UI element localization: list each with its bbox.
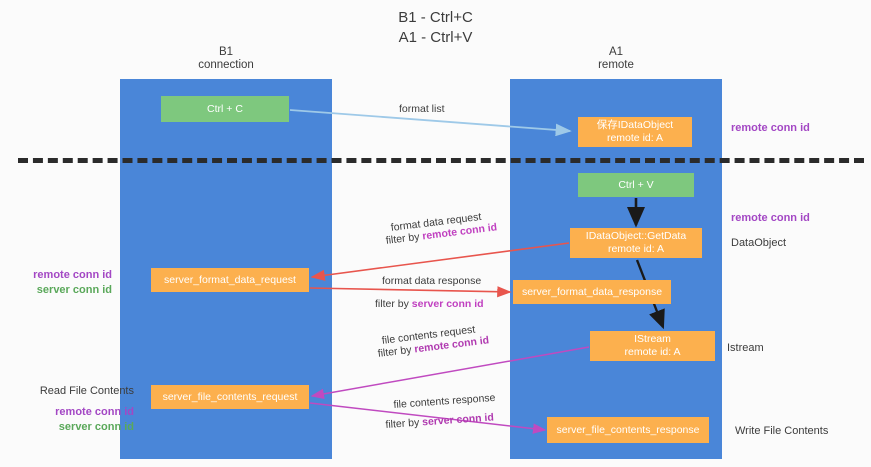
- note-remote-conn-id-text: remote conn id: [55, 406, 134, 418]
- note-read-file-contents-text: Read File Contents: [39, 385, 134, 397]
- note-remote-conn-id-top: remote conn id: [731, 121, 810, 136]
- lane-header-a1: A1 remote: [598, 46, 634, 71]
- note-remote-conn-id-mid: remote conn id: [731, 211, 810, 226]
- note-dataobject-text: DataObject: [731, 237, 787, 249]
- note-remote-conn-id-text: remote conn id: [731, 212, 810, 224]
- note-remote-conn-id-text: remote conn id: [33, 269, 112, 281]
- note-istream: Istream: [727, 341, 764, 356]
- filter-by-text: filter by: [377, 343, 416, 360]
- node-save-idataobject[interactable]: 保存IDataObject remote id: A: [578, 117, 692, 147]
- note-conn-ids-format: remote conn id server conn id: [22, 268, 112, 298]
- note-read-file-contents-group: Read File Contents remote conn id server…: [22, 384, 134, 435]
- edge-label-filter-by-server-conn-id: filter by server conn id: [375, 297, 484, 311]
- node-server-file-contents-request[interactable]: server_file_contents_request: [151, 385, 309, 409]
- lane-header-b1: B1 connection: [198, 46, 254, 71]
- filter-by-text: filter by: [375, 298, 412, 310]
- note-write-file-contents-text: Write File Contents: [735, 425, 829, 437]
- note-remote-conn-id-text: remote conn id: [731, 122, 810, 134]
- note-istream-text: Istream: [727, 342, 764, 354]
- note-server-conn-id-text: server conn id: [58, 421, 134, 433]
- node-istream[interactable]: IStream remote id: A: [590, 331, 715, 361]
- node-server-format-data-request[interactable]: server_format_data_request: [151, 268, 309, 292]
- dashed-divider: [18, 158, 864, 163]
- page-title: B1 - Ctrl+C A1 - Ctrl+V: [398, 9, 473, 46]
- note-write-file-contents: Write File Contents: [735, 424, 828, 439]
- edge-label-format-list: format list: [399, 103, 445, 115]
- server-conn-id-text: server conn id: [421, 411, 495, 429]
- node-server-file-contents-response[interactable]: server_file_contents_response: [547, 417, 709, 443]
- node-idataobject-getdata[interactable]: IDataObject::GetData remote id: A: [570, 228, 702, 258]
- note-server-conn-id-text: server conn id: [36, 284, 112, 296]
- node-server-format-data-response[interactable]: server_format_data_response: [513, 280, 671, 304]
- filter-by-text: filter by: [385, 416, 423, 431]
- edge-label-file-contents-response: file contents response: [393, 391, 496, 411]
- edge-label-filter-by-server-conn-id-2: filter by server conn id: [385, 410, 494, 432]
- node-ctrl-c[interactable]: Ctrl + C: [161, 96, 289, 122]
- edge-label-format-data-response: format data response: [382, 275, 482, 287]
- note-dataobject: DataObject: [731, 236, 786, 251]
- filter-by-text: filter by: [385, 230, 424, 247]
- node-ctrl-v[interactable]: Ctrl + V: [578, 173, 694, 197]
- server-conn-id-text: server conn id: [411, 298, 484, 310]
